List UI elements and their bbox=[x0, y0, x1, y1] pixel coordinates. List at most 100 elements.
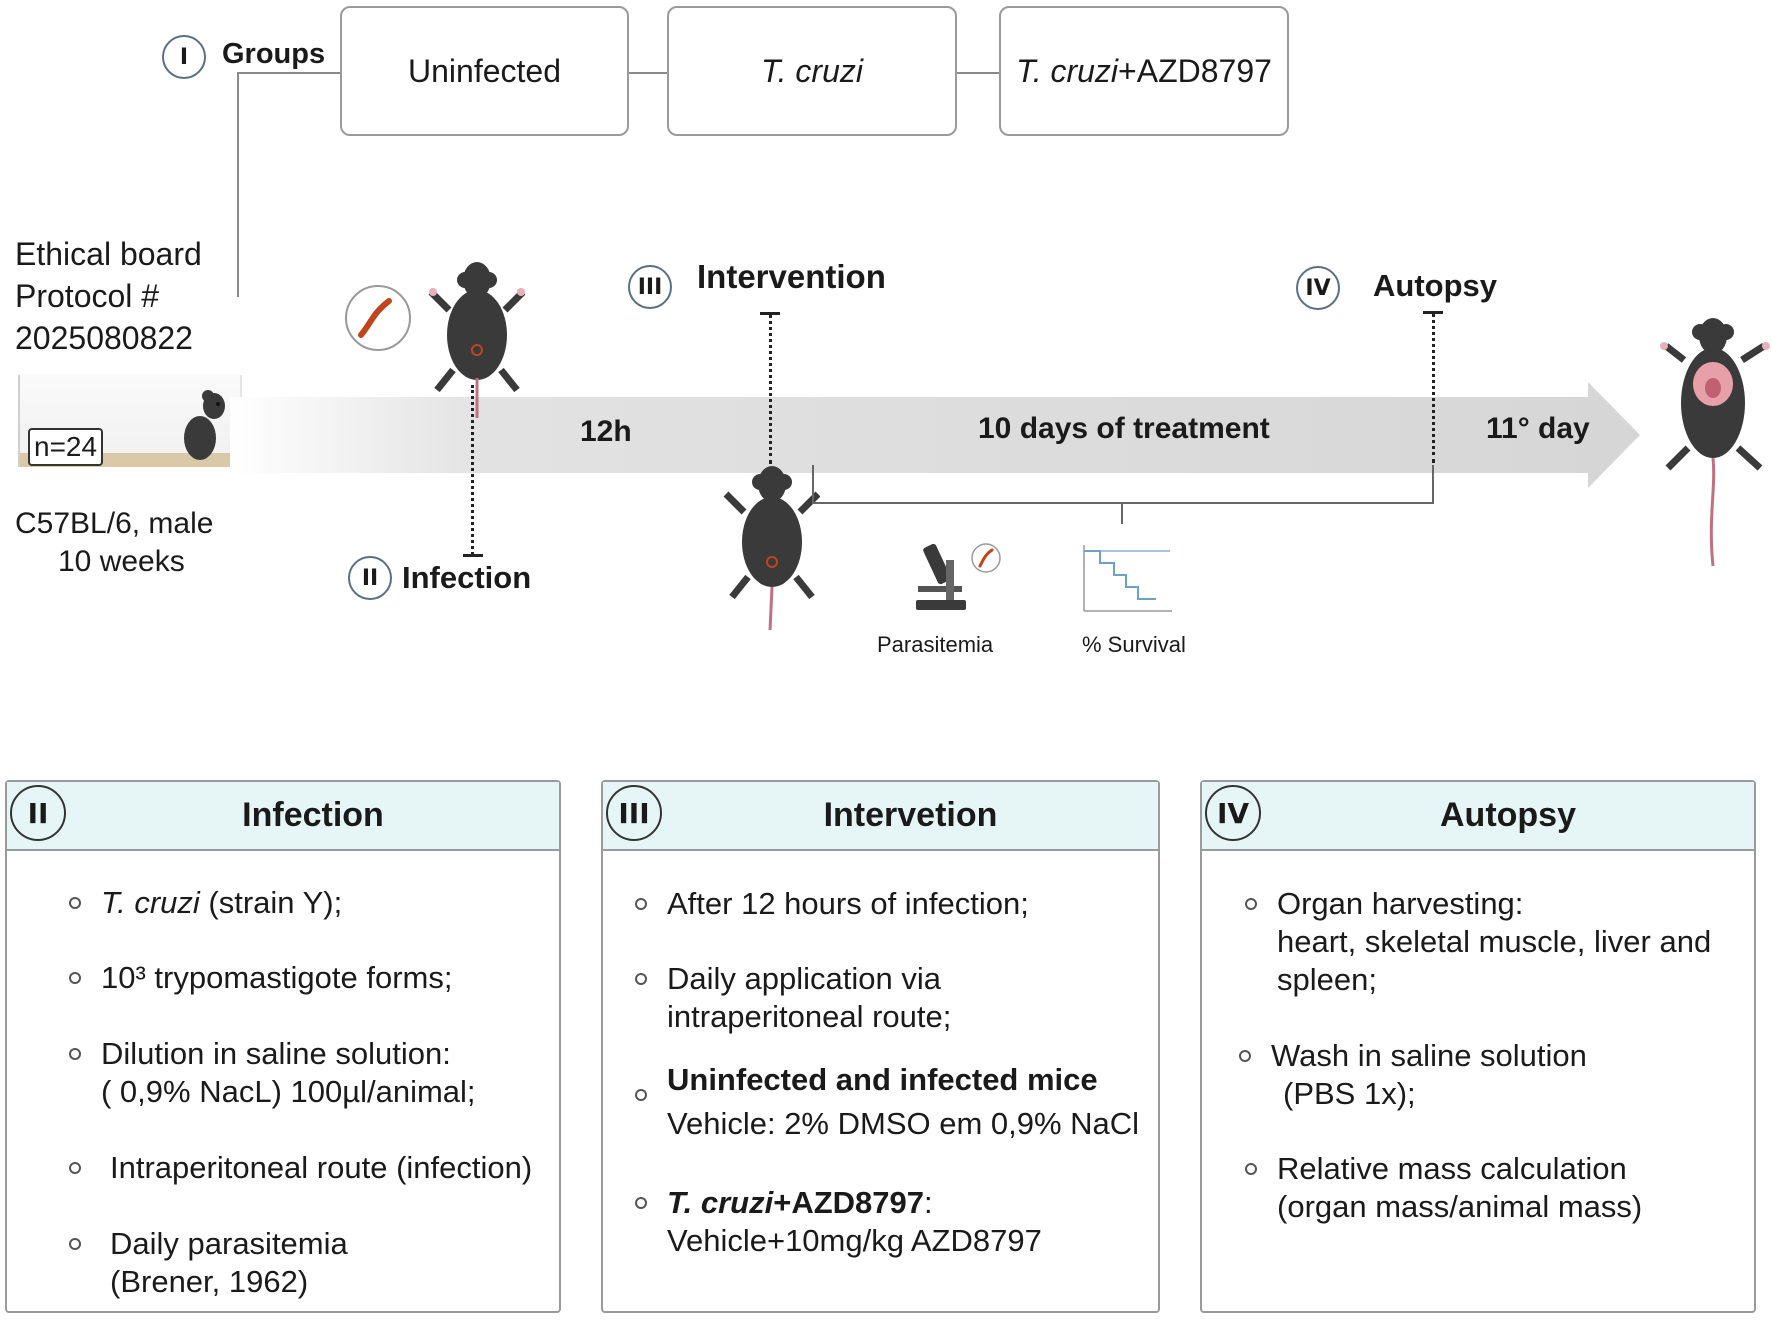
intervention-vehicle-text: Vehicle: 2% DMSO em 0,9% NaCl bbox=[667, 1106, 1140, 1141]
ethics-protocol-number: 2025080822 bbox=[15, 320, 193, 356]
intervention-azd-drug: +AZD8797 bbox=[773, 1185, 924, 1220]
treatment-bracket-left bbox=[812, 465, 814, 503]
infection-strain-species: T. cruzi bbox=[101, 885, 200, 920]
intervention-dotted-line bbox=[769, 314, 772, 464]
bullet-dot bbox=[635, 898, 647, 910]
panel-intervention-header: III Intervetion bbox=[603, 782, 1158, 851]
intervention-bullet-timing: After 12 hours of infection; bbox=[635, 885, 1029, 923]
parasite-magnifier-icon bbox=[345, 285, 411, 351]
bullet-dot bbox=[69, 897, 81, 909]
infection-mouse-icon bbox=[428, 262, 525, 418]
infection-strain-rest: (strain Y); bbox=[199, 885, 343, 920]
autopsy-mass-line2: (organ mass/animal mass) bbox=[1277, 1189, 1643, 1224]
autopsy-tick bbox=[1423, 311, 1443, 314]
groups-connector-vertical bbox=[237, 72, 239, 297]
infection-bullet-dilution: Dilution in saline solution: ( 0,9% NacL… bbox=[69, 1035, 476, 1111]
autopsy-wash-line1: Wash in saline solution bbox=[1271, 1038, 1587, 1073]
sample-size-badge: n=24 bbox=[28, 428, 104, 466]
ethics-line-2: Protocol # bbox=[15, 278, 160, 314]
bullet-dot bbox=[635, 1197, 647, 1209]
stage-label-autopsy: Autopsy bbox=[1373, 268, 1497, 303]
group-label-azd8797: +AZD8797 bbox=[1118, 52, 1272, 89]
groups-connector-h3 bbox=[955, 72, 1000, 74]
autopsy-harvest-line1: Organ harvesting: bbox=[1277, 886, 1524, 921]
bullet-dot bbox=[1245, 898, 1257, 910]
panel-autopsy-number: IV bbox=[1205, 785, 1261, 841]
strain-label: C57BL/6, male bbox=[15, 507, 214, 540]
infection-dilution-line2: ( 0,9% NacL) 100µl/animal; bbox=[101, 1074, 476, 1109]
intervention-timing-text: After 12 hours of infection; bbox=[667, 886, 1029, 921]
group-label-uninfected: Uninfected bbox=[408, 52, 561, 89]
panel-intervention-title: Intervetion bbox=[823, 796, 998, 834]
panel-infection-number: II bbox=[10, 785, 66, 841]
intervention-application-line1: Daily application via bbox=[667, 961, 941, 996]
infection-bullet-forms: 10³ trypomastigote forms; bbox=[69, 959, 453, 997]
age-label: 10 weeks bbox=[58, 545, 185, 578]
autopsy-dotted-line bbox=[1432, 313, 1435, 463]
panel-infection: II Infection T. cruzi (strain Y); 10³ tr… bbox=[5, 780, 561, 1313]
bullet-dot bbox=[69, 1048, 81, 1060]
timeline-label-day-11: 11° day bbox=[1486, 412, 1590, 445]
autopsy-bullet-mass: Relative mass calculation (organ mass/an… bbox=[1245, 1150, 1643, 1226]
infection-tick bbox=[463, 554, 483, 557]
ethics-line-1: Ethical board bbox=[15, 236, 202, 272]
bullet-dot bbox=[1245, 1163, 1257, 1175]
stage-number-ii: II bbox=[348, 556, 392, 600]
autopsy-harvest-line3: spleen; bbox=[1277, 962, 1377, 997]
bullet-dot bbox=[635, 1089, 647, 1101]
group-label-t-cruzi-italic: T. cruzi bbox=[1016, 52, 1119, 89]
panel-infection-title: Infection bbox=[242, 796, 384, 834]
panel-intervention: III Intervetion After 12 hours of infect… bbox=[601, 780, 1160, 1313]
treatment-bracket-center bbox=[1121, 502, 1123, 524]
panel-autopsy-title: Autopsy bbox=[1440, 796, 1576, 834]
autopsy-wash-line2: (PBS 1x); bbox=[1283, 1076, 1416, 1111]
timeline-label-treatment: 10 days of treatment bbox=[978, 412, 1270, 445]
stage-number-i: I bbox=[162, 35, 206, 79]
stage-label-intervention: Intervention bbox=[697, 258, 886, 295]
ethics-block: Ethical board Protocol # 2025080822 bbox=[15, 233, 202, 359]
group-box-uninfected: Uninfected bbox=[340, 6, 629, 136]
intervention-bullet-vehicle: Uninfected and infected mice Vehicle: 2%… bbox=[635, 1061, 1140, 1143]
readout-parasitemia-label: Parasitemia bbox=[877, 632, 994, 657]
intervention-vehicle-group: Uninfected and infected mice bbox=[667, 1062, 1098, 1097]
treatment-bracket-bottom bbox=[812, 502, 1434, 504]
stage-number-iv: IV bbox=[1296, 266, 1340, 310]
microscope-icon bbox=[916, 543, 1001, 610]
groups-connector-h2 bbox=[627, 72, 667, 74]
bullet-dot bbox=[69, 972, 81, 984]
intervention-azd-dose: Vehicle+10mg/kg AZD8797 bbox=[667, 1223, 1042, 1258]
treatment-bracket-right bbox=[1432, 465, 1434, 503]
intervention-azd-colon: : bbox=[924, 1185, 933, 1220]
infection-route-text: Intraperitoneal route (infection) bbox=[110, 1150, 533, 1185]
panel-autopsy: IV Autopsy Organ harvesting: heart, skel… bbox=[1200, 780, 1756, 1313]
survival-curve-icon bbox=[1083, 545, 1172, 612]
intervention-tick bbox=[760, 312, 780, 315]
panel-autopsy-header: IV Autopsy bbox=[1202, 782, 1754, 851]
group-box-t-cruzi: T. cruzi bbox=[667, 6, 957, 136]
bullet-dot bbox=[69, 1238, 81, 1250]
bullet-dot bbox=[635, 973, 647, 985]
infection-dotted-line bbox=[471, 385, 474, 555]
infection-parasitemia-line2: (Brener, 1962) bbox=[110, 1264, 309, 1299]
timeline-arrow bbox=[230, 382, 1640, 488]
intervention-azd-species: T. cruzi bbox=[667, 1185, 774, 1220]
stage-label-infection: Infection bbox=[402, 560, 532, 595]
infection-bullet-parasitemia: Daily parasitemia (Brener, 1962) bbox=[69, 1225, 348, 1301]
timeline-label-12h: 12h bbox=[580, 415, 632, 448]
cage-mouse-icon bbox=[184, 390, 225, 460]
autopsy-bullet-harvest: Organ harvesting: heart, skeletal muscle… bbox=[1245, 885, 1712, 999]
intervention-mouse-icon bbox=[723, 466, 820, 631]
groups-label: Groups bbox=[222, 38, 326, 70]
infection-bullet-route: Intraperitoneal route (infection) bbox=[69, 1149, 533, 1187]
infection-bullet-strain: T. cruzi (strain Y); bbox=[69, 884, 343, 922]
panel-intervention-number: III bbox=[606, 785, 662, 841]
bullet-dot bbox=[69, 1162, 81, 1174]
intervention-bullet-application: Daily application via intraperitoneal ro… bbox=[635, 960, 952, 1036]
intervention-application-line2: intraperitoneal route; bbox=[667, 999, 952, 1034]
autopsy-harvest-line2: heart, skeletal muscle, liver and bbox=[1277, 924, 1712, 959]
panel-infection-header: II Infection bbox=[7, 782, 559, 851]
infection-forms-text: 10³ trypomastigote forms; bbox=[101, 960, 453, 995]
infection-dilution-line1: Dilution in saline solution: bbox=[101, 1036, 451, 1071]
autopsy-mass-line1: Relative mass calculation bbox=[1277, 1151, 1627, 1186]
group-box-t-cruzi-azd8797: T. cruzi+AZD8797 bbox=[999, 6, 1289, 136]
